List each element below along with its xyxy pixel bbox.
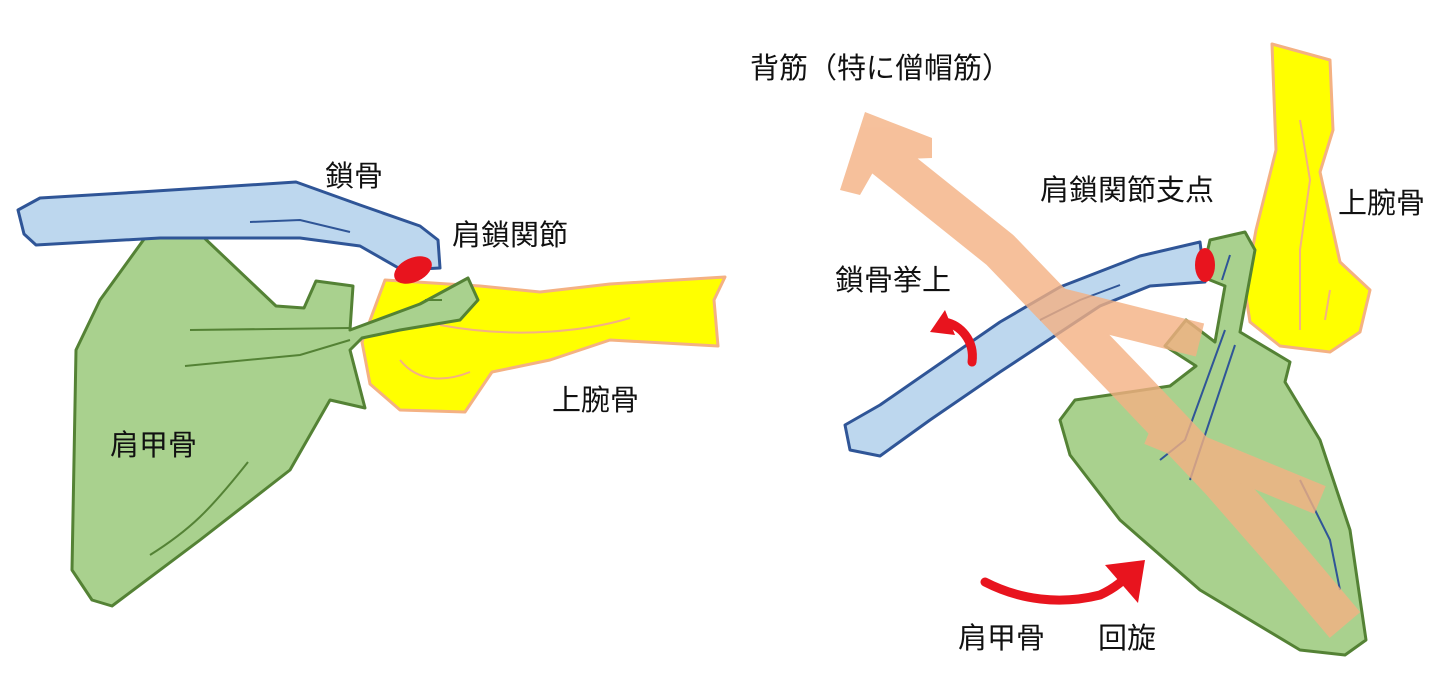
- scapula-rotation-arrowhead-icon: [1105, 560, 1145, 603]
- left-humerus-detail: [399, 317, 631, 380]
- right-humerus-detail: [1299, 119, 1331, 330]
- scapula-rotation-arrow-icon: [980, 565, 1137, 605]
- muscle-pull-arrow-icon: [840, 112, 932, 195]
- left-ac-joint-marker: [394, 256, 432, 284]
- trapezius-upper-band: [1035, 283, 1205, 357]
- trapezius-muscle: [840, 112, 1361, 638]
- left-scapula-spine: [149, 299, 442, 556]
- left-diagram: 鎖骨 肩鎖関節 上腕骨 肩甲骨: [16, 159, 727, 608]
- label-humerus: 上腕骨: [552, 383, 639, 417]
- right-ac-joint-marker: [1195, 248, 1215, 282]
- label-right-humerus: 上腕骨: [1338, 186, 1425, 220]
- clavicle-elevation-arrowhead-icon: [930, 310, 955, 335]
- label-ac-joint: 肩鎖関節: [452, 218, 568, 252]
- label-ac-joint-fulcrum: 肩鎖関節支点: [1040, 173, 1214, 207]
- label-rotation: 回旋: [1098, 621, 1156, 655]
- label-scapula: 肩甲骨: [110, 428, 197, 462]
- left-scapula-shape: [70, 222, 480, 608]
- left-clavicle-detail: [249, 218, 351, 233]
- label-back-muscle: 背筋（特に僧帽筋）: [750, 51, 1011, 85]
- left-clavicle-shape: [16, 180, 442, 272]
- trapezius-lower-band: [1144, 416, 1326, 514]
- left-humerus-shape: [360, 275, 727, 414]
- label-clavicle-elevation: 鎖骨挙上: [835, 263, 951, 297]
- label-clavicle: 鎖骨: [325, 159, 383, 193]
- right-clavicle-shape: [843, 240, 1207, 458]
- right-diagram: 背筋（特に僧帽筋） 肩鎖関節支点 上腕骨 鎖骨挙上 肩甲骨 回旋: [750, 42, 1425, 657]
- label-right-scapula: 肩甲骨: [958, 621, 1045, 655]
